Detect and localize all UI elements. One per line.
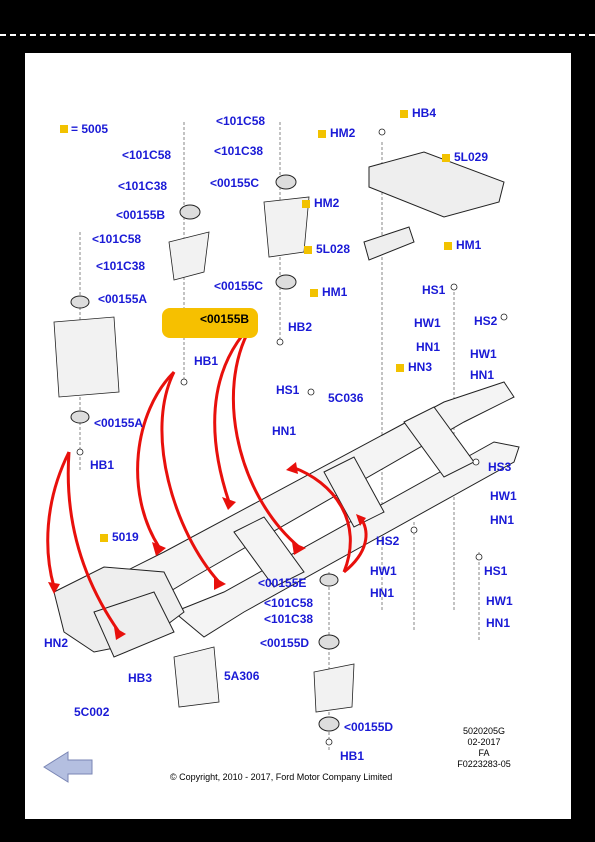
top-bar xyxy=(0,0,595,36)
label-00155d-top: <00155D xyxy=(260,636,310,650)
label-hm2-top-text: HM2 xyxy=(330,126,356,140)
label-101c58-left: <101C58 xyxy=(122,148,172,162)
label-101c38-left: <101C38 xyxy=(118,179,168,193)
label-hs1-b: HS1 xyxy=(276,383,300,397)
label-5l028-text: 5L028 xyxy=(316,242,351,256)
label-hm2-mid: HM2 xyxy=(302,196,339,210)
label-00155c-bottom: <00155C xyxy=(214,279,264,293)
label-hw1-a: HW1 xyxy=(414,316,441,330)
label-101c58-far-left: <101C58 xyxy=(92,232,142,246)
drawing-meta: 5020205G 02-2017 FA F0223283-05 xyxy=(444,726,524,770)
label-hm2-top: HM2 xyxy=(318,126,355,140)
label-hw1-c: HW1 xyxy=(490,489,517,503)
label-hm1-left-text: HM1 xyxy=(322,285,348,299)
label-hb2: HB2 xyxy=(288,320,313,334)
label-00155e: <00155E xyxy=(258,576,307,590)
frame-rails xyxy=(123,381,520,638)
label-hm1-right-text: HM1 xyxy=(456,238,482,252)
label-hb1-left: HB1 xyxy=(90,458,115,472)
direction-arrow-icon xyxy=(43,751,93,783)
label-hn1-d: HN1 xyxy=(490,513,515,527)
diagram-panel: = 5005 <101C58 <101C38 <00155B <101C58 <… xyxy=(24,52,572,820)
label-hw1-d: HW1 xyxy=(370,564,397,578)
label-hw1-e: HW1 xyxy=(486,594,513,608)
label-5019-text: 5019 xyxy=(112,530,139,544)
label-hn1-a: HN1 xyxy=(416,340,441,354)
label-5c002: 5C002 xyxy=(74,705,110,719)
label-hs2-a: HS2 xyxy=(474,314,498,328)
legend-swatch xyxy=(60,125,68,133)
label-hn1-f: HN1 xyxy=(486,616,511,630)
frame-drawing xyxy=(24,52,572,820)
label-5a306: 5A306 xyxy=(224,669,260,683)
meta-line-3: FA xyxy=(478,748,490,758)
label-hm2-mid-text: HM2 xyxy=(314,196,340,210)
label-hn3-text: HN3 xyxy=(408,360,433,374)
legend-text: = 5005 xyxy=(71,122,109,136)
label-00155d-bottom: <00155D xyxy=(344,720,394,734)
label-5l029: 5L029 xyxy=(442,150,488,164)
label-101c38-far-left: <101C38 xyxy=(96,259,146,273)
label-hm1-right: HM1 xyxy=(444,238,481,252)
label-hn1-b: HN1 xyxy=(470,368,495,382)
meta-line-1: 5020205G xyxy=(462,726,506,736)
label-5c036: 5C036 xyxy=(328,391,364,405)
meta-line-4: F0223283-05 xyxy=(457,759,511,769)
label-00155a-top: <00155A xyxy=(98,292,148,306)
label-00155c-top: <00155C xyxy=(210,176,260,190)
highlight-box xyxy=(162,308,258,338)
label-hs1-a: HS1 xyxy=(422,283,446,297)
label-5l028: 5L028 xyxy=(304,242,350,256)
label-hn3: HN3 xyxy=(396,360,432,374)
label-00155b-highlight: <00155B xyxy=(200,312,250,326)
crossmember xyxy=(363,151,505,261)
copyright: © Copyright, 2010 - 2017, Ford Motor Com… xyxy=(170,772,393,782)
label-hn1-c: HN1 xyxy=(272,424,297,438)
arrow-heads xyxy=(48,462,366,640)
label-hs3: HS3 xyxy=(488,460,512,474)
label-00155b-top: <00155B xyxy=(116,208,166,222)
label-hs2-b: HS2 xyxy=(376,534,400,548)
label-5019: 5019 xyxy=(100,530,139,544)
label-hn2: HN2 xyxy=(44,636,69,650)
legend: = 5005 xyxy=(60,122,108,136)
label-hw1-b: HW1 xyxy=(470,347,497,361)
label-00155a-bottom: <00155A xyxy=(94,416,144,430)
callout-arrows xyxy=(46,320,368,633)
label-hb1-upper: HB1 xyxy=(194,354,219,368)
label-101c58-center: <101C58 xyxy=(216,114,266,128)
label-5l029-text: 5L029 xyxy=(454,150,489,164)
label-hb4: HB4 xyxy=(400,106,436,120)
label-hb3: HB3 xyxy=(128,671,153,685)
label-hs1-c: HS1 xyxy=(484,564,508,578)
label-101c58-bottom: <101C58 xyxy=(264,596,314,610)
front-section xyxy=(53,566,185,658)
mount-brackets xyxy=(53,196,355,713)
label-hb1-bottom: HB1 xyxy=(340,749,365,763)
label-hn1-e: HN1 xyxy=(370,586,395,600)
label-101c38-center: <101C38 xyxy=(214,144,264,158)
fasteners xyxy=(76,128,508,746)
label-hm1-left: HM1 xyxy=(310,285,347,299)
meta-line-2: 02-2017 xyxy=(467,737,501,747)
label-101c38-bottom: <101C38 xyxy=(264,612,314,626)
label-hb4-text: HB4 xyxy=(412,106,437,120)
